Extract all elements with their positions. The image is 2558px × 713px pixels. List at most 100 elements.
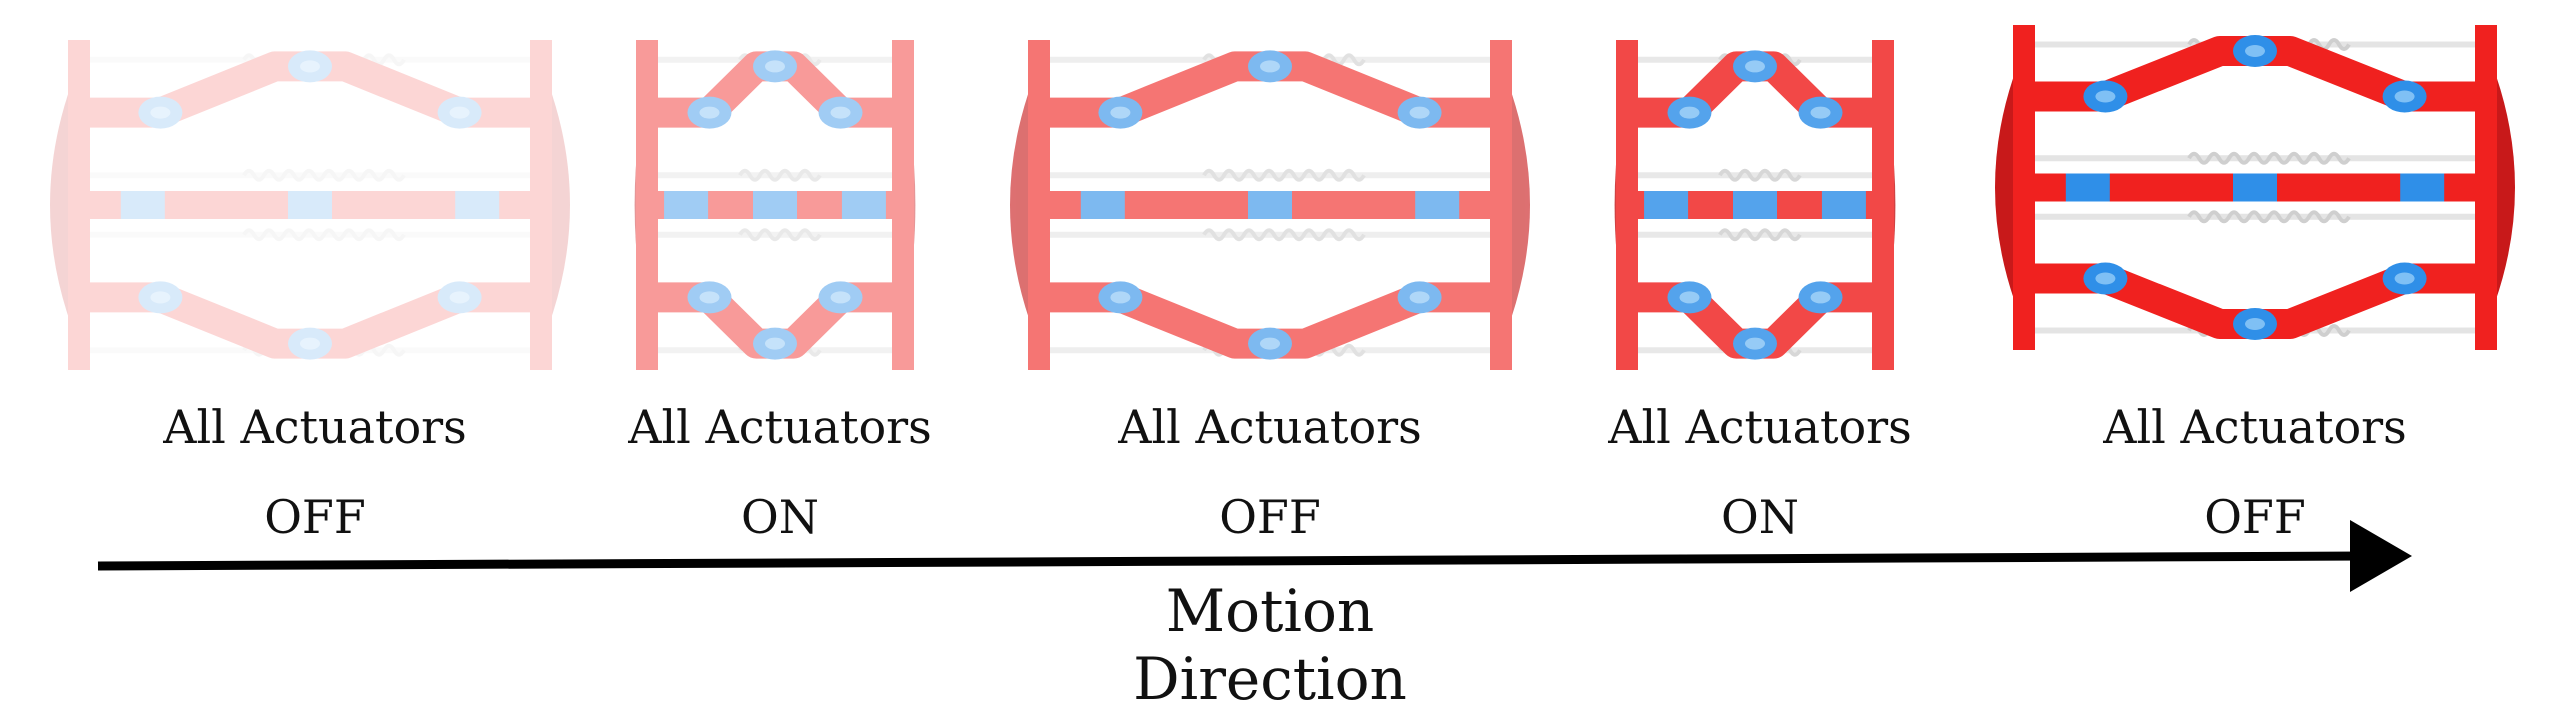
stage-3-label-line1: All Actuators — [1118, 400, 1422, 454]
motion-arrow-head-icon — [2350, 520, 2412, 592]
spring-icon — [1202, 228, 1366, 242]
spring-icon — [2187, 210, 2351, 224]
center-joint — [1248, 191, 1292, 219]
flexure-joint — [437, 281, 482, 314]
flexure-joint — [753, 50, 797, 83]
left-end-plate — [1616, 40, 1638, 370]
flexure-joint-highlight — [300, 337, 320, 350]
center-joint — [664, 191, 709, 219]
flexure-joint — [437, 96, 482, 129]
robot-motion-diagram: All Actuators OFF All Actuators ON All A… — [50, 25, 2515, 713]
flexure-joint — [288, 327, 332, 360]
left-end-cap — [634, 40, 658, 370]
spring-icon — [242, 53, 406, 67]
motion-direction-label: Motion Direction — [1133, 577, 1407, 713]
flexure-joint-highlight — [150, 291, 171, 304]
flexure-joint-highlight — [1110, 291, 1131, 304]
flexure-joint-highlight — [1260, 337, 1280, 350]
spring-icon — [242, 168, 406, 182]
left-end-plate — [636, 40, 658, 370]
flexure-joint-highlight — [2394, 272, 2415, 285]
right-end-plate — [2475, 25, 2497, 350]
stage-3-label-line2: OFF — [1219, 490, 1321, 544]
right-end-plate — [892, 40, 914, 370]
flexure-joint — [687, 96, 732, 129]
upper-linkage — [658, 51, 892, 128]
spring-icon — [738, 53, 822, 67]
left-end-plate — [2013, 25, 2035, 350]
flexure-joint-highlight — [765, 337, 785, 350]
center-joint — [841, 191, 886, 219]
stage-4-label-line2: ON — [1721, 490, 1799, 544]
flexure-joint — [818, 96, 863, 129]
spring-icon — [242, 343, 406, 357]
flexure-joint-highlight — [2245, 318, 2265, 330]
spring-icon — [738, 168, 822, 182]
robot-stage-4 — [1614, 40, 1896, 370]
stage-4-label-line1: All Actuators — [1608, 400, 1912, 454]
center-joint — [2233, 173, 2277, 202]
robot-stage-5 — [1995, 25, 2515, 350]
center-joint — [753, 191, 797, 219]
robot-stage-1 — [50, 40, 570, 370]
flexure-joint-highlight — [1409, 106, 1430, 119]
left-end-plate — [68, 40, 90, 370]
flexure-joint-highlight — [2095, 272, 2116, 285]
spring-icon — [1202, 168, 1366, 182]
stage-5-label-line2: OFF — [2204, 490, 2306, 544]
lower-linkage — [90, 282, 530, 359]
flexure-joint-highlight — [1810, 291, 1831, 304]
flexure-joint-highlight — [449, 291, 470, 304]
flexure-joint — [687, 281, 732, 314]
flexure-joint-highlight — [2394, 90, 2415, 103]
lower-linkage — [658, 282, 892, 359]
flexure-joint-highlight — [1260, 60, 1280, 73]
flexure-joint-highlight — [449, 106, 470, 119]
right-end-plate — [530, 40, 552, 370]
center-beam — [658, 191, 892, 219]
flexure-joint — [288, 50, 332, 83]
flexure-joint-highlight — [699, 291, 720, 304]
flexure-joint — [138, 96, 183, 129]
flexure-joint — [818, 281, 863, 314]
flexure-joint-highlight — [1409, 291, 1430, 304]
flexure-joint-highlight — [830, 106, 851, 119]
motion-arrow-shaft — [97, 551, 2366, 571]
flexure-joint-highlight — [765, 60, 785, 73]
robot-stage-3 — [1010, 40, 1530, 370]
right-end-plate — [1490, 40, 1512, 370]
flexure-joint-highlight — [1810, 106, 1831, 119]
spring-icon — [738, 228, 822, 242]
center-joint — [2065, 173, 2110, 202]
flexure-joint-highlight — [300, 60, 320, 73]
center-joint — [455, 191, 500, 219]
stage-2-label-line2: ON — [741, 490, 819, 544]
flexure-joint-highlight — [2245, 45, 2265, 57]
center-joint — [1821, 191, 1866, 219]
center-joint — [120, 191, 165, 219]
center-joint — [288, 191, 332, 219]
flexure-joint-highlight — [1110, 106, 1131, 119]
flexure-joint-highlight — [1745, 337, 1765, 350]
stage-1-label-line1: All Actuators — [163, 400, 467, 454]
flexure-joint-highlight — [150, 106, 171, 119]
flexure-joint-highlight — [830, 291, 851, 304]
spring-icon — [738, 343, 822, 357]
flexure-joint-highlight — [699, 106, 720, 119]
flexure-joint — [753, 327, 797, 360]
left-end-cap — [50, 40, 90, 370]
spring-icon — [242, 228, 406, 242]
left-end-plate — [1028, 40, 1050, 370]
flexure-joint — [138, 281, 183, 314]
spring-icon — [1718, 228, 1802, 242]
flexure-joint-highlight — [1679, 106, 1700, 119]
center-joint — [1733, 191, 1777, 219]
stage-1-label-line2: OFF — [264, 490, 366, 544]
center-beam — [90, 191, 530, 219]
right-end-cap — [530, 40, 570, 370]
flexure-joint-highlight — [2095, 90, 2116, 103]
flexure-joint-highlight — [1679, 291, 1700, 304]
spring-icon — [1718, 168, 1802, 182]
robot-sequence — [50, 25, 2515, 592]
right-end-cap — [892, 40, 916, 370]
